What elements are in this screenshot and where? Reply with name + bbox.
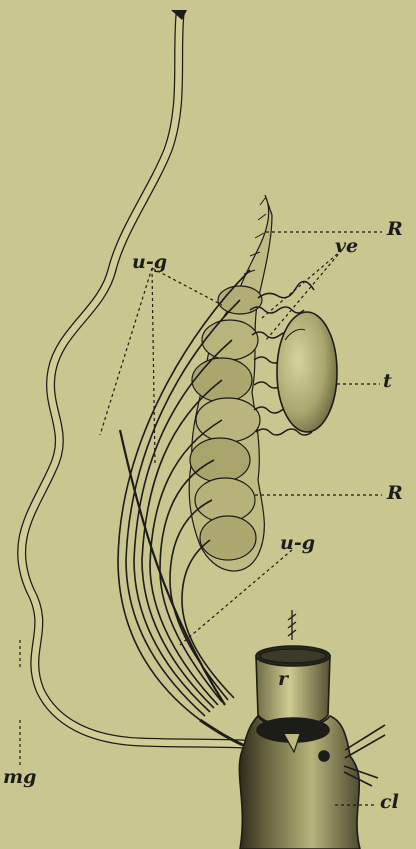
- label-t: t: [383, 372, 392, 391]
- label-ve: ve: [335, 237, 358, 256]
- label-u-g-upper: u-g: [132, 253, 167, 272]
- label-r: r: [278, 670, 288, 689]
- label-cl: cl: [380, 793, 399, 812]
- rectum: [256, 610, 330, 726]
- testis: [277, 312, 337, 432]
- label-mg: mg: [3, 768, 36, 787]
- label-R-lower: R: [387, 484, 403, 503]
- cloaca: [239, 716, 385, 849]
- label-R-upper: R: [387, 220, 403, 239]
- label-u-g-lower: u-g: [280, 534, 315, 553]
